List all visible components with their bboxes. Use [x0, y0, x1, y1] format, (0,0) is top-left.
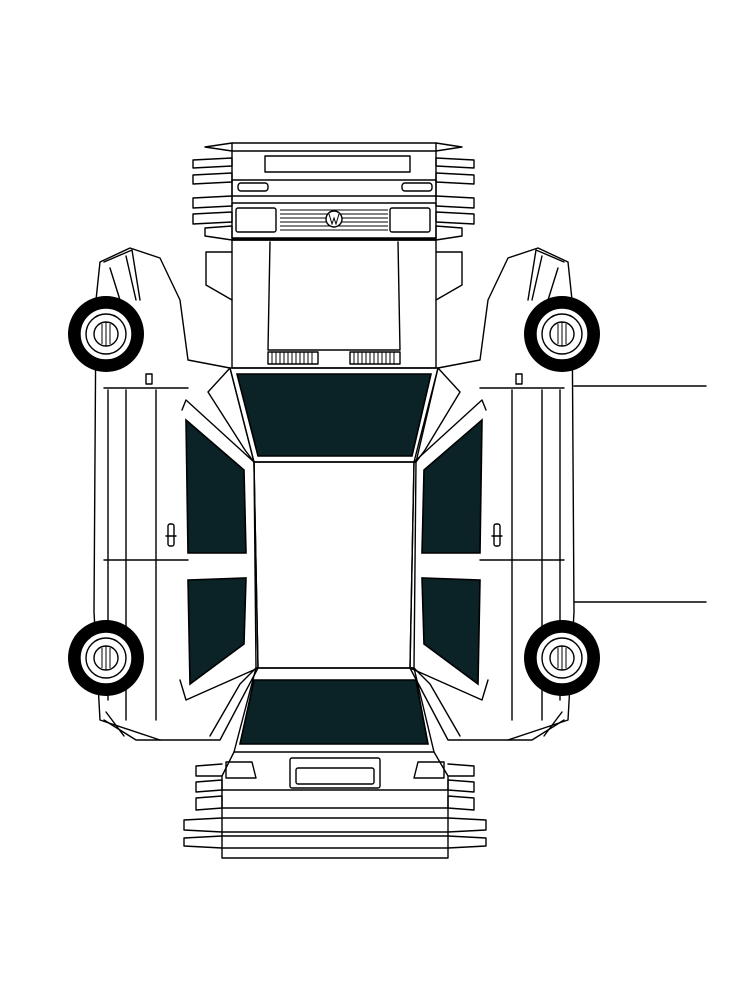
left-side-view	[93, 247, 259, 741]
windshield-glass	[235, 373, 433, 457]
right-side-view	[409, 247, 707, 741]
wheel-icon	[524, 296, 600, 372]
roof-panel	[253, 461, 417, 669]
left-front-window	[185, 418, 247, 554]
right-front-window	[421, 418, 483, 554]
right-rear-window	[421, 577, 481, 686]
rear-view	[183, 751, 487, 859]
wiper-right	[349, 351, 401, 365]
door-handle-icon	[165, 523, 177, 547]
front-view	[192, 142, 475, 241]
left-rear-window	[187, 577, 247, 686]
wheel-icon	[68, 620, 144, 696]
brand-logo-icon	[325, 210, 343, 228]
wheel-icon	[524, 620, 600, 696]
wheel-icon	[68, 296, 144, 372]
door-handle-icon	[491, 523, 503, 547]
license-plate	[295, 767, 375, 785]
rear-window-glass	[239, 679, 429, 745]
cabin-top	[207, 367, 461, 753]
hood-panel	[205, 239, 463, 369]
wiper-left	[267, 351, 319, 365]
